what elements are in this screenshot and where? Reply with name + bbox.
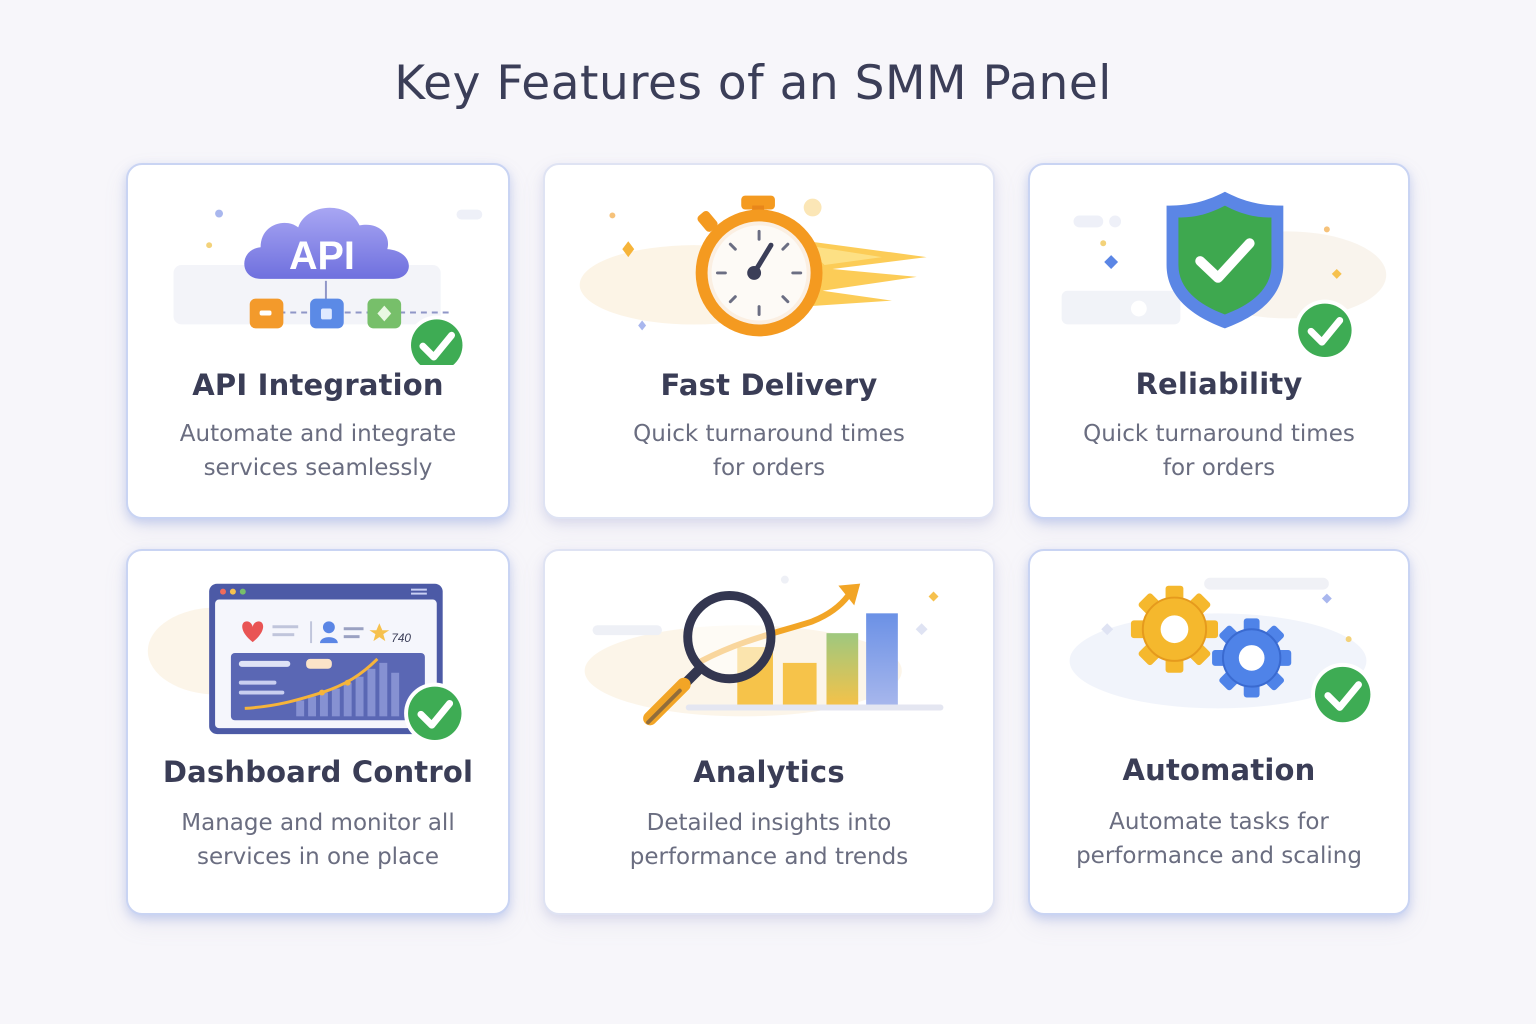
feature-description: Quick turnaround times for orders bbox=[1083, 421, 1355, 481]
check-badge-icon bbox=[407, 315, 467, 365]
shield-check-icon bbox=[1061, 191, 1387, 361]
check-badge-icon bbox=[1294, 299, 1356, 361]
feature-title: Dashboard Control bbox=[162, 755, 474, 789]
feature-card-api-integration: API API Integration Automate and integra… bbox=[126, 163, 510, 519]
feature-title: Fast Delivery bbox=[660, 368, 878, 402]
magnifier-chart-icon bbox=[584, 575, 944, 726]
feature-card-analytics: Analytics Detailed insights into perform… bbox=[543, 549, 995, 915]
feature-description: Automate tasks for performance and scali… bbox=[1076, 809, 1362, 869]
feature-title: Automation bbox=[1122, 753, 1316, 787]
dashboard-counter: 740 bbox=[391, 631, 411, 645]
feature-card-fast-delivery: Fast Delivery Quick turnaround times for… bbox=[543, 163, 995, 519]
feature-description: Quick turnaround times for orders bbox=[633, 421, 905, 481]
feature-description: Detailed insights into performance and t… bbox=[629, 810, 909, 870]
feature-description: Automate and integrate services seamless… bbox=[179, 421, 457, 481]
feature-title: API Integration bbox=[192, 368, 444, 402]
check-badge-icon bbox=[1311, 662, 1375, 727]
api-label: API bbox=[289, 234, 355, 278]
feature-title: Reliability bbox=[1135, 367, 1303, 401]
page-title: Key Features of an SMM Panel bbox=[394, 56, 1112, 111]
blue-gear-icon bbox=[1212, 618, 1292, 698]
dashboard-icon: 740 bbox=[147, 583, 466, 745]
gears-icon bbox=[1069, 577, 1375, 727]
check-badge-icon bbox=[404, 682, 466, 745]
feature-card-dashboard-control: 740 Dashboard Control Manage and monitor… bbox=[126, 549, 510, 915]
feature-description: Manage and monitor all services in one p… bbox=[181, 810, 455, 870]
feature-title: Analytics bbox=[693, 755, 845, 789]
yellow-gear-icon bbox=[1130, 585, 1219, 673]
feature-card-automation: Automation Automate tasks for performanc… bbox=[1028, 549, 1410, 915]
api-cloud-icon: API bbox=[173, 207, 483, 365]
feature-card-reliability: Reliability Quick turnaround times for o… bbox=[1028, 163, 1410, 519]
stopwatch-icon bbox=[579, 195, 927, 337]
